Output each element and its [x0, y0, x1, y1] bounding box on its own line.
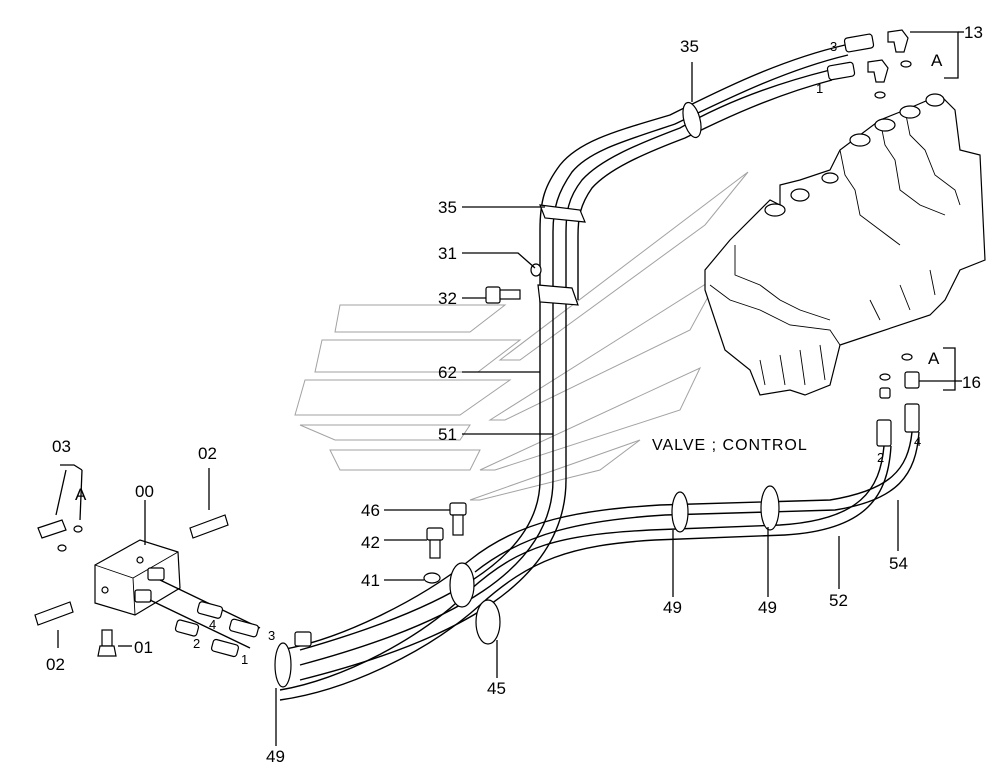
- fitting-13: [867, 29, 912, 99]
- port-4-block: 4: [209, 617, 216, 632]
- callout-labels: 35 35 31 32 62 51 46 42 41 45 49 49 49 5…: [46, 23, 983, 766]
- callout-01: 01: [134, 638, 153, 657]
- watermark-logo: [294, 171, 749, 501]
- callout-42: 42: [361, 533, 380, 552]
- callout-35-mid: 35: [438, 198, 457, 217]
- port-1-top: 1: [816, 81, 823, 96]
- callout-35-top: 35: [680, 37, 699, 56]
- hoses-bottom: [279, 431, 920, 701]
- port-4-valve: 4: [914, 434, 921, 449]
- callout-02-bottom: 02: [46, 655, 65, 674]
- callout-49-b: 49: [758, 598, 777, 617]
- callout-31: 31: [438, 244, 457, 263]
- callout-52: 52: [829, 591, 848, 610]
- reference-letters: A A A: [75, 51, 943, 504]
- hoses-manifold: [149, 579, 261, 658]
- ref-a-right: A: [928, 349, 940, 368]
- callout-46: 46: [361, 501, 380, 520]
- port-3-top: 3: [830, 39, 837, 54]
- leader-lines: [55, 31, 964, 746]
- callout-51: 51: [438, 425, 457, 444]
- callout-49-a: 49: [663, 598, 682, 617]
- port-2-valve: 2: [877, 450, 884, 465]
- section-title: VALVE ; CONTROL: [652, 437, 808, 454]
- control-valve-body: [704, 93, 986, 396]
- port-1-block: 1: [241, 652, 248, 667]
- callout-62: 62: [438, 363, 457, 382]
- callout-54: 54: [889, 554, 908, 573]
- manifold-block: [34, 514, 229, 657]
- ref-a-top: A: [931, 51, 943, 70]
- callout-32: 32: [438, 289, 457, 308]
- port-2-block: 2: [193, 636, 200, 651]
- bolts: [423, 263, 542, 584]
- callout-03: 03: [52, 437, 71, 456]
- callout-13: 13: [964, 23, 983, 42]
- callout-16: 16: [962, 373, 981, 392]
- callout-41: 41: [361, 571, 380, 590]
- port-numbers: 3 1 2 4 4 3 2 1: [193, 39, 921, 667]
- ref-a-left: A: [75, 485, 87, 504]
- callout-02-top: 02: [198, 444, 217, 463]
- callout-49-c: 49: [266, 747, 285, 766]
- clamps: [274, 101, 780, 688]
- callout-45: 45: [487, 679, 506, 698]
- callout-00: 00: [135, 482, 154, 501]
- fitting-16: [876, 353, 920, 447]
- port-3-block: 3: [268, 628, 275, 643]
